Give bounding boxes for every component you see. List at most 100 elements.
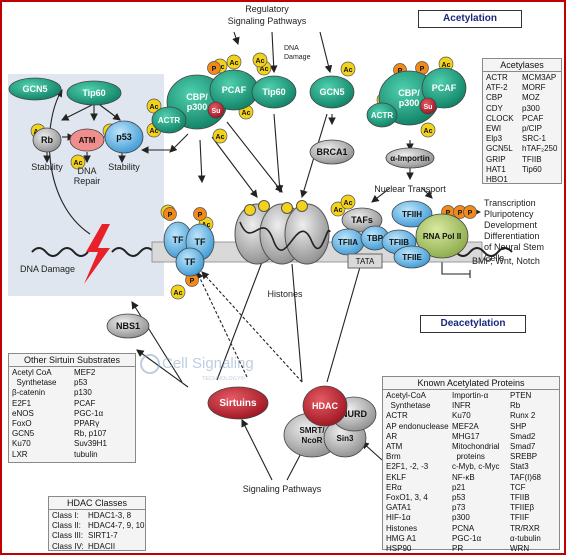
smrt-node-label: SMRT/NcoR bbox=[300, 426, 326, 445]
tf-3: TF bbox=[175, 247, 205, 277]
svg-text:Ac: Ac bbox=[424, 128, 433, 135]
svg-text:Ac: Ac bbox=[334, 207, 343, 214]
svg-text:P: P bbox=[398, 68, 403, 75]
known-proteins-title: Known Acetylated Proteins bbox=[383, 377, 559, 390]
acetylase-cell: EWI bbox=[486, 124, 502, 134]
acetylase-cell: HAT1 bbox=[486, 164, 506, 174]
actr-center: ACTR bbox=[151, 106, 187, 134]
tfiia-node: TFIIA bbox=[331, 228, 365, 256]
acetylated-protein-cell: AR bbox=[386, 431, 398, 441]
phospho-marker-icon: P bbox=[185, 273, 199, 287]
sirtuin-substrate-cell: LXR bbox=[12, 449, 28, 459]
p53-node-label: p53 bbox=[116, 132, 132, 142]
sirtuin-substrate-cell: Suv39H1 bbox=[74, 439, 107, 449]
acetylase-cell: Elp3 bbox=[486, 134, 503, 144]
tafs-node-label: TAFs bbox=[351, 215, 373, 225]
svg-text:Ac: Ac bbox=[150, 104, 159, 111]
svg-text:P: P bbox=[198, 212, 203, 219]
cbp-p300-right-label: CBP/p300 bbox=[398, 88, 420, 108]
acetylated-protein-cell: TR/RXR bbox=[510, 523, 540, 533]
acetylated-protein-cell: Mitochondrial bbox=[452, 442, 500, 452]
svg-text:Ac: Ac bbox=[230, 60, 239, 67]
gcn5-left: GCN5 bbox=[8, 77, 62, 101]
cytoplasm-panel bbox=[8, 74, 164, 296]
svg-text:P: P bbox=[458, 210, 463, 217]
tip60-left: Tip60 bbox=[66, 80, 122, 106]
signaling-top-line1: Regulatory bbox=[245, 4, 289, 14]
tata-box: TATA bbox=[347, 253, 383, 269]
brca1-node: BRCA1 bbox=[309, 139, 355, 165]
acetylated-protein-cell: TAF(I)68 bbox=[510, 472, 541, 482]
svg-text:P: P bbox=[468, 210, 473, 217]
acetylated-protein-cell: MHG17 bbox=[452, 431, 480, 441]
rna-pol-node: RNA Pol II bbox=[415, 213, 469, 259]
actr-right-label: ACTR bbox=[371, 111, 393, 120]
sirtuin-substrate-cell: E2F1 bbox=[12, 398, 32, 408]
sirtuin-substrate-cell: Rb, p107 bbox=[74, 429, 107, 439]
hdac-node: HDAC bbox=[302, 385, 348, 427]
svg-text:Ac: Ac bbox=[260, 66, 269, 73]
acetylated-protein-cell: Acetyl-CoA bbox=[386, 391, 427, 400]
sirtuin-substrate-cell: PGC-1α bbox=[74, 408, 104, 418]
label-stability-2: Stability bbox=[108, 162, 140, 172]
label-dna-repair: DNA Repair bbox=[73, 166, 101, 186]
acetylated-protein-cell: PCNA bbox=[452, 523, 475, 533]
acetylated-protein-cell: WRN bbox=[510, 544, 530, 554]
svg-text:P: P bbox=[446, 210, 451, 217]
svg-text:Ac: Ac bbox=[174, 290, 183, 297]
acetylated-protein-cell: α-tubulin bbox=[510, 533, 541, 543]
acetylase-cell: CDY bbox=[486, 103, 503, 113]
acetylated-protein-cell: Importin-α bbox=[452, 391, 489, 400]
sirtuin-substrate-cell: PPARγ bbox=[74, 419, 100, 429]
sirtuin-substrate-cell: MEF2 bbox=[74, 368, 96, 377]
acetylase-cell: GCN5L bbox=[486, 144, 513, 154]
importin-node: α-Importin bbox=[385, 147, 435, 169]
histone-cluster bbox=[234, 200, 331, 265]
acetyl-marker-icon: Ac bbox=[226, 54, 242, 70]
sirtuin-substrate-cell: tubulin bbox=[74, 449, 98, 459]
gcn5-center-label: GCN5 bbox=[319, 87, 344, 97]
acetylated-protein-cell: Stat3 bbox=[510, 462, 529, 472]
acetylase-cell: MOZ bbox=[522, 93, 540, 103]
rna-pol-node-label: RNA Pol II bbox=[423, 232, 461, 241]
acetylated-protein-cell: PR bbox=[452, 544, 464, 554]
label-transcription: Transcription Pluripotency Development D… bbox=[484, 198, 545, 263]
atm-node-label: ATM bbox=[79, 136, 96, 145]
acetylated-protein-cell: p53 bbox=[452, 493, 466, 503]
actr-center-label: ACTR bbox=[158, 116, 180, 125]
acetylase-cell: ACTR bbox=[486, 73, 508, 82]
hdac-classes-title: HDAC Classes bbox=[49, 497, 145, 510]
acetylase-cell: p/CIP bbox=[522, 124, 543, 134]
acetylase-cell: CBP bbox=[486, 93, 503, 103]
acetylated-protein-cell: FoxO1, 3, 4 bbox=[386, 493, 428, 503]
acetylated-protein-cell: Ku70 bbox=[452, 411, 471, 421]
cbp-p300-center-label: CBP/p300 bbox=[186, 92, 208, 112]
acetylated-protein-cell: Rb bbox=[510, 401, 521, 411]
acetyl-marker-icon: Ac bbox=[212, 128, 228, 144]
acetyl-marker-icon: Ac bbox=[146, 98, 162, 114]
signaling-top-line2: Signaling Pathways bbox=[228, 16, 307, 26]
acetylated-protein-cell: AP endonuclease bbox=[386, 421, 449, 431]
acetylated-protein-cell: SHP bbox=[510, 421, 527, 431]
label-stability-1: Stability bbox=[31, 162, 63, 172]
acetylated-protein-cell: p300 bbox=[452, 513, 470, 523]
acetyl-marker-icon: Ac bbox=[70, 154, 86, 170]
svg-text:P: P bbox=[168, 212, 173, 219]
su-center: Su bbox=[207, 101, 225, 119]
pcaf-right: PCAF bbox=[421, 67, 467, 109]
acetyl-marker-icon: Ac bbox=[170, 284, 186, 300]
acetylase-cell: p300 bbox=[522, 103, 540, 113]
actr-right: ACTR bbox=[366, 102, 398, 128]
acetylated-protein-cell: PTEN bbox=[510, 391, 532, 400]
sirtuins-node-label: Sirtuins bbox=[219, 398, 257, 409]
label-bmp: BMP, Wnt, Notch bbox=[472, 256, 540, 266]
acetylase-cell: PCAF bbox=[522, 113, 544, 123]
acetylated-protein-cell: Histones bbox=[386, 523, 418, 533]
gcn5-center: GCN5 bbox=[309, 75, 355, 109]
nbs1-node: NBS1 bbox=[106, 313, 150, 339]
acetylases-title: Acetylases bbox=[483, 59, 561, 72]
acetylated-protein-cell: c-Myb, c-Myc bbox=[452, 462, 500, 472]
phospho-marker-icon: P bbox=[207, 61, 221, 75]
